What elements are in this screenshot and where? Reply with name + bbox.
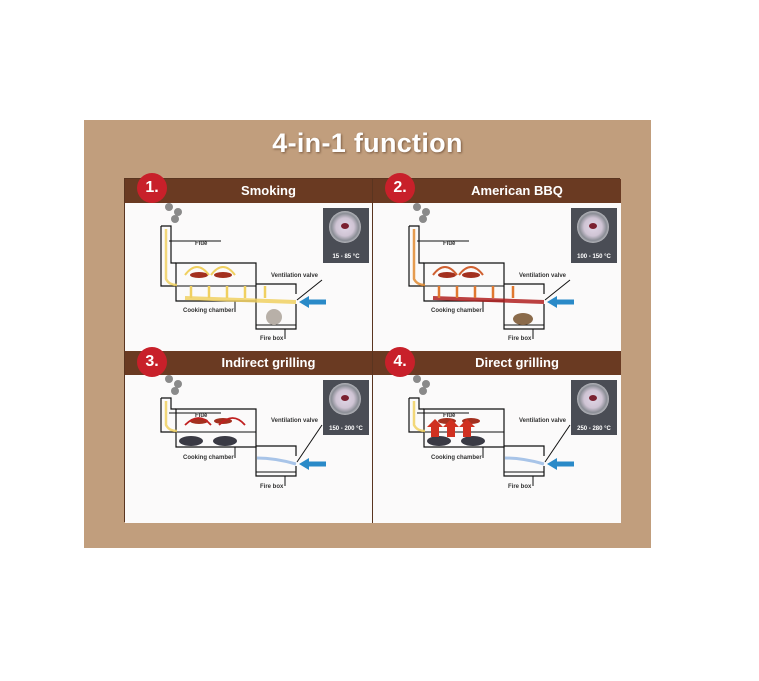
direct-heat-arrow [443,419,459,437]
smoke-flow-arrow [412,229,426,287]
panel-direct-grilling: Direct grilling 4. 250 - 280 °C Flue Ven… [373,347,621,523]
direct-heat-arrow [427,419,443,437]
fire-box-outline [503,283,545,330]
panel-title: Indirect grilling [221,355,316,370]
label-flue: Flue [195,241,208,247]
smoke-puff [171,387,179,395]
valve-leader-line [544,279,571,301]
indirect-heat-arrow [184,417,212,426]
valve-leader-line [544,424,571,463]
thermometer-icon: 150 - 200 °C [323,380,369,435]
panel-grid: Smoking 1. 15 - 85 °C Flue Ventilation v… [124,173,621,523]
label-cooking-chamber: Cooking chamber [431,308,482,314]
smoke-puff [419,215,427,223]
smoke-flow-arrow [164,401,178,433]
label-fire-box: Fire box [508,484,532,490]
smoke-puff [422,208,430,216]
fire-box-outline [255,283,297,330]
smoke-puff [174,208,182,216]
air-inlet-arrowhead [547,296,557,308]
air-inlet-arrowhead [547,458,557,470]
page-title: 4-in-1 function [272,128,463,158]
charcoal-pile-icon [179,436,203,446]
thermometer-icon: 15 - 85 °C [323,208,369,263]
smoke-puff [422,380,430,388]
valve-leader-line [296,424,323,463]
smoke-puff [419,387,427,395]
thermometer-icon: 100 - 150 °C [571,208,617,263]
panel-title: Direct grilling [475,355,559,370]
thermometer-icon: 250 - 280 °C [571,380,617,435]
valve-leader-line [296,279,323,301]
smoke-puff [165,203,173,211]
air-flow-arrow [256,456,297,466]
charcoal-pile-icon [213,436,237,446]
label-ventilation-valve: Ventilation valve [271,273,319,279]
grill-diagram [160,203,326,339]
wood-chips-icon [266,309,282,325]
grill-diagram [408,375,574,486]
flue-outline [160,225,176,287]
label-flue: Flue [195,413,208,419]
smoke-puff [413,203,421,211]
panel-header: Direct grilling [373,351,621,375]
smoke-puff [174,380,182,388]
smoke-puff [165,375,173,383]
panel-american-bbq: American BBQ 2. 100 - 150 °C Flue Ventil… [373,173,621,351]
label-fire-box: Fire box [260,336,284,342]
indirect-heat-arrow [218,417,246,426]
charcoal-pile-icon [427,436,451,446]
step-number-badge: 2. [385,173,415,203]
direct-heat-arrow [459,419,475,437]
meat-icon [438,272,456,278]
heat-flow-arrow [184,296,297,304]
label-cooking-chamber: Cooking chamber [431,455,482,461]
air-flow-arrow [504,456,545,466]
smoke-puff [171,215,179,223]
meat-icon [190,272,208,278]
label-flue: Flue [443,241,456,247]
meat-icon [214,272,232,278]
step-number-badge: 3. [137,347,167,377]
panel-indirect-grilling: Indirect grilling 3. 150 - 200 °C Flue V… [125,347,373,523]
charcoal-pile-icon [461,436,485,446]
circulation-arrow [184,266,210,276]
step-number-badge: 1. [137,173,167,203]
circulation-arrow [210,266,236,276]
smoke-flow-arrow [164,229,178,287]
panel-smoking: Smoking 1. 15 - 85 °C Flue Ventilation v… [125,173,373,351]
air-inlet-arrowhead [299,296,309,308]
meat-icon [462,272,480,278]
flue-outline [160,397,176,433]
grill-diagram [408,203,574,339]
panel-title: Smoking [241,183,296,198]
infographic-board: 4-in-1 function Smoking 1. 15 - 85 °C Fl… [84,120,651,548]
flue-outline [408,225,424,287]
label-ventilation-valve: Ventilation valve [519,418,567,424]
wood-logs-icon [513,313,533,325]
fire-box-outline [503,445,545,477]
label-ventilation-valve: Ventilation valve [271,418,319,424]
circulation-arrow [458,266,484,276]
heat-flow-arrow [432,296,545,304]
temperature-range: 100 - 150 °C [577,254,611,260]
step-number-badge: 4. [385,347,415,377]
label-fire-box: Fire box [260,484,284,490]
temperature-range: 250 - 280 °C [577,426,611,432]
circulation-arrow [432,266,458,276]
label-fire-box: Fire box [508,336,532,342]
smoke-puff [413,375,421,383]
air-inlet-arrowhead [299,458,309,470]
fire-box-outline [255,445,297,477]
panel-title: American BBQ [471,183,563,198]
temperature-range: 15 - 85 °C [332,254,360,260]
label-flue: Flue [443,413,456,419]
smoke-flow-arrow [412,401,426,433]
label-cooking-chamber: Cooking chamber [183,308,234,314]
flue-outline [408,397,424,433]
label-ventilation-valve: Ventilation valve [519,273,567,279]
temperature-range: 150 - 200 °C [329,426,363,432]
grill-diagram [160,375,326,486]
label-cooking-chamber: Cooking chamber [183,455,234,461]
